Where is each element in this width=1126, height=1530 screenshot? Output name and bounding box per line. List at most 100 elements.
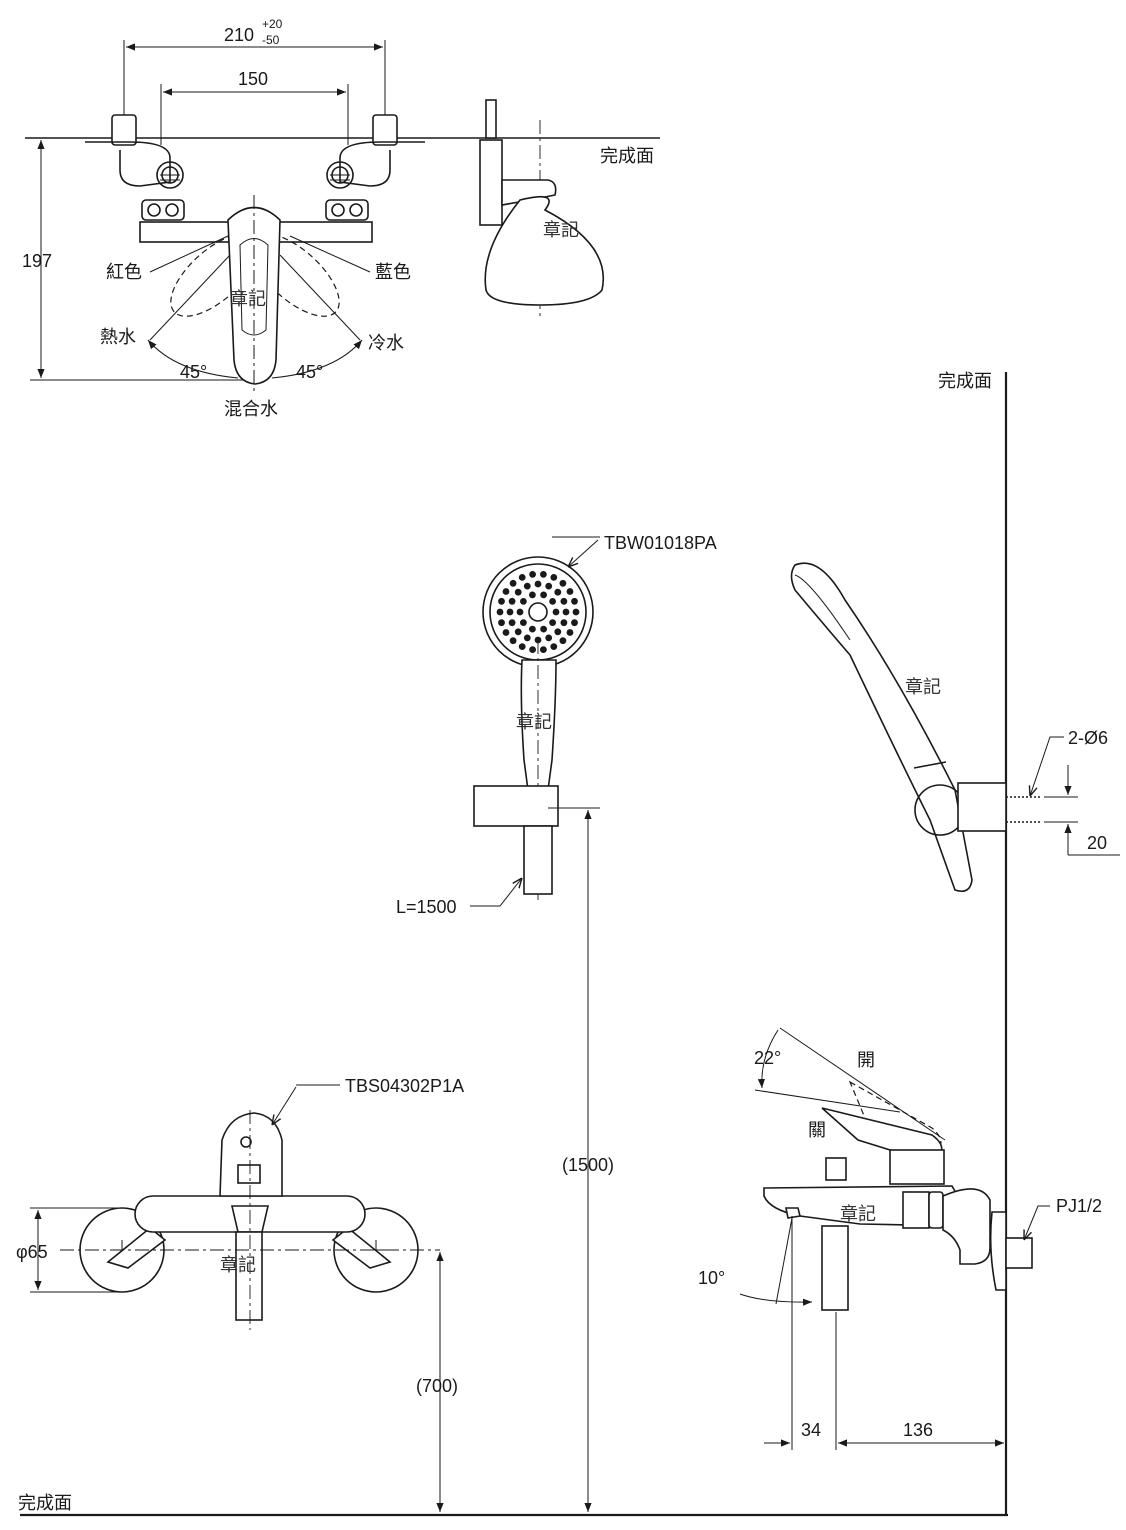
hose-length-label: L=1500 (396, 897, 457, 917)
flange-diameter-label: φ65 (16, 1242, 48, 1262)
holder-bracket (479, 139, 503, 226)
holder-top-view: 章記 (479, 99, 604, 320)
nozzle-dot (514, 628, 522, 636)
dimension-210-label: 210 (224, 25, 254, 45)
union-left (111, 114, 137, 146)
nozzle-dot (552, 608, 560, 616)
mixed-water-label: 混合水 (224, 399, 278, 419)
mark-holder: 章記 (543, 220, 579, 240)
model-leader-shower (568, 539, 599, 567)
nozzle-dot (560, 619, 568, 627)
nozzle-dot (554, 628, 562, 636)
nozzle-dot (540, 591, 547, 599)
cold-direction-line (279, 254, 361, 341)
screws-label: 2-Ø6 (1068, 728, 1108, 748)
lever-open-line (779, 1027, 946, 1141)
spout-pipe-side (821, 1225, 849, 1311)
hot-water-label: 熱水 (100, 327, 136, 347)
nozzle-dot (571, 619, 578, 627)
spring-right (326, 161, 354, 189)
nut-left (141, 199, 185, 221)
nozzle-dot (506, 608, 514, 616)
nozzle-dot (549, 619, 556, 626)
nozzle-dot (520, 619, 527, 626)
angle-22-label: 22° (754, 1048, 781, 1068)
spout-tip-side (785, 1207, 801, 1219)
nozzle-dot (502, 588, 510, 595)
cold-water-label: 冷水 (368, 333, 404, 353)
elbow-left (85, 141, 171, 187)
top-view: 完成面 210 +20 -50 150 197 (22, 17, 660, 419)
nozzle-dot (545, 582, 553, 590)
diverter-knob (237, 1164, 261, 1184)
nozzle-dot (509, 579, 517, 587)
nozzle-dot (498, 619, 505, 627)
nozzle-dot (518, 574, 526, 581)
nozzle-dot (523, 634, 531, 642)
nozzle-dot (514, 588, 522, 596)
height-1500-label: (1500) (562, 1155, 614, 1175)
angle-10-arc (739, 1293, 813, 1306)
arm-left (106, 1226, 167, 1269)
height-700-label: (700) (416, 1376, 458, 1396)
mark-shower-side: 章記 (905, 677, 941, 697)
red-label: 紅色 (106, 262, 142, 282)
nozzle-dot (498, 597, 505, 605)
screw-leader (1030, 736, 1064, 796)
nozzle-dot (502, 629, 510, 636)
cartridge-housing (889, 1149, 945, 1185)
nozzle-dot (529, 591, 536, 599)
mark-top: 章記 (230, 289, 266, 309)
spout-pipe-front (235, 1231, 263, 1321)
nozzle-dot (523, 582, 531, 590)
grip-ring (913, 761, 947, 769)
angle-10-line (775, 1217, 793, 1305)
closed-label: 關 (808, 1120, 826, 1140)
nozzle-dot (508, 597, 516, 605)
nozzle-dot (545, 634, 553, 642)
wall-bracket-side (957, 782, 1007, 832)
nozzle-dot (509, 637, 517, 645)
hand-shower-side: 章記 20 2-Ø6 (790, 562, 1120, 893)
shower-head-top-view (484, 195, 604, 306)
nozzle-dot (516, 608, 524, 616)
hand-shower-front: 章記 TBW01018PA L=1500 (396, 533, 717, 917)
mark-faucet: 章記 (220, 1255, 256, 1275)
nozzle-dot (549, 598, 556, 605)
faucet-side: 22° 開 關 章記 PJ1/2 10° 34 136 (698, 1027, 1102, 1450)
body-nut-side (902, 1191, 930, 1229)
nozzle-dot (559, 579, 567, 587)
finished-surface-label-wall: 完成面 (938, 371, 992, 391)
faucet-model-label: TBS04302P1A (345, 1076, 464, 1096)
nut-right (325, 199, 369, 221)
hose-connector (523, 825, 553, 895)
angle-left-label: 45° (180, 362, 207, 382)
nozzle-dot (550, 643, 558, 650)
cold-arc (271, 339, 363, 379)
nozzle-dot (540, 625, 547, 633)
holder-bracket-tip (485, 99, 497, 139)
shower-nozzles (496, 571, 580, 653)
nozzle-dot (559, 637, 567, 645)
thread-leader (1024, 1205, 1050, 1240)
shower-side-body (790, 562, 973, 893)
union-right (372, 114, 398, 146)
nozzle-dot (508, 619, 516, 627)
nozzle-dot (496, 608, 504, 616)
thread-connector (1005, 1237, 1033, 1269)
dimension-197-label: 197 (22, 251, 52, 271)
hot-arc (147, 339, 239, 379)
nozzle-dot (566, 629, 574, 636)
leader-line (149, 235, 229, 273)
slide-bracket (473, 785, 559, 827)
dimension-136-label: 136 (903, 1420, 933, 1440)
mark-faucet-side: 章記 (840, 1204, 876, 1224)
shower-model-label: TBW01018PA (604, 533, 717, 553)
hot-direction-line (149, 254, 231, 341)
lever-side (821, 1107, 943, 1156)
nozzle-dot (520, 598, 527, 605)
nozzle-dot (554, 588, 562, 596)
nozzle-dot (572, 608, 580, 616)
